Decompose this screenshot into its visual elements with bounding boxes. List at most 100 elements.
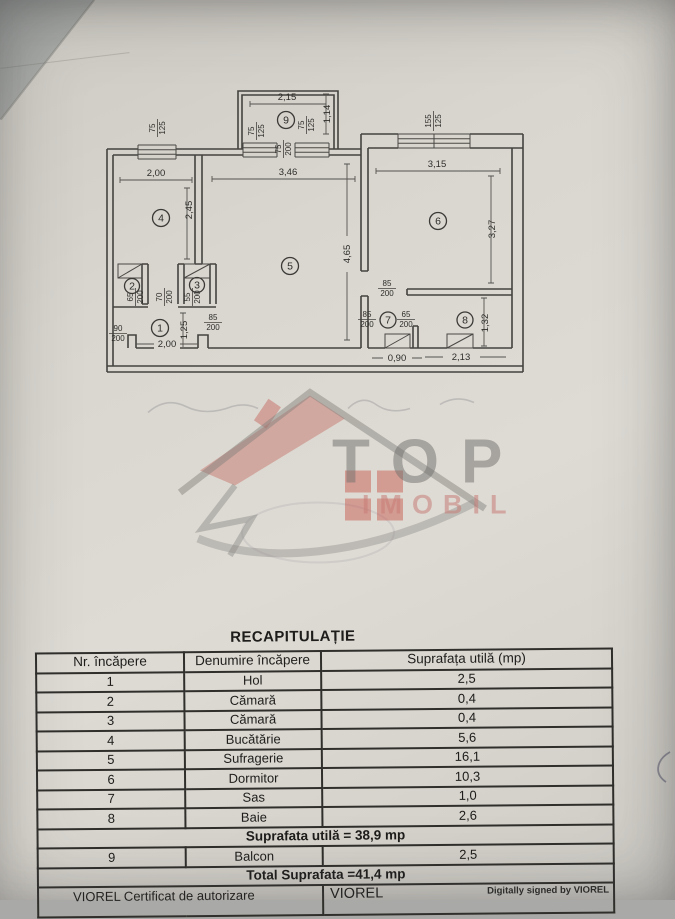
room-number-2: 2 [123, 277, 141, 295]
cell-nr: 6 [36, 769, 186, 791]
svg-text:75: 75 [247, 126, 256, 135]
dim-label: 1,25 [179, 321, 190, 340]
cell-nr: 7 [37, 788, 186, 810]
cell-name: Cămară [184, 690, 322, 711]
svg-text:5: 5 [287, 261, 293, 273]
cell-name: Hol [184, 670, 322, 692]
dim-label: 2,00 [147, 168, 166, 179]
cell-nr: 8 [37, 808, 186, 830]
svg-text:7: 7 [385, 315, 391, 327]
cell-name: Cămară [184, 709, 322, 731]
svg-text:200: 200 [380, 289, 394, 298]
room-number-1: 1 [150, 318, 170, 338]
signer-name: VIOREL [329, 885, 384, 902]
svg-text:200: 200 [399, 320, 413, 329]
cell-name: Balcon [185, 846, 323, 867]
svg-text:8: 8 [462, 315, 468, 327]
col-header-denumire: Denumire încăpere [183, 651, 322, 672]
svg-text:125: 125 [158, 121, 167, 135]
cell-name: Baie [185, 807, 323, 828]
cell-area: 2,5 [321, 667, 613, 691]
cell-name: Dormitor [184, 768, 323, 789]
svg-text:85: 85 [383, 279, 392, 288]
dim-label: 3,46 [279, 167, 298, 178]
cell-name: Bucătărie [184, 729, 322, 750]
dim-label: 3,27 [487, 220, 498, 239]
svg-text:3: 3 [194, 280, 200, 292]
svg-text:75: 75 [148, 123, 157, 132]
svg-text:9: 9 [283, 115, 289, 127]
svg-text:200: 200 [165, 290, 174, 304]
svg-text:200: 200 [136, 290, 145, 304]
cell-area: 2,6 [322, 804, 614, 827]
cell-nr: 4 [36, 730, 185, 752]
window-symbols [137, 133, 471, 160]
cell-nr: 1 [36, 671, 185, 693]
digital-signature-note: Digitally signed by VIOREL [487, 884, 610, 897]
recap-title: RECAPITULAȚIE [230, 627, 356, 646]
cell-name: Sufragerie [184, 748, 322, 770]
agency-watermark: TOP IMOBIL [147, 388, 517, 564]
cell-area: 1,0 [322, 784, 614, 808]
cell-area: 5,6 [321, 726, 613, 749]
cell-nr: 9 [37, 847, 186, 869]
svg-text:155: 155 [424, 114, 433, 128]
cell-area: 16,1 [321, 745, 613, 769]
svg-text:125: 125 [257, 124, 266, 138]
dim-label: 1,32 [480, 314, 491, 333]
floor-plan-drawing: 2,00 2,45 2,15 1,14 3,46 4,65 3,15 3,27 … [106, 90, 524, 373]
svg-text:85: 85 [363, 310, 372, 319]
room-number-8: 8 [456, 311, 474, 329]
svg-text:85: 85 [209, 313, 218, 322]
svg-text:4: 4 [158, 213, 164, 225]
svg-text:75: 75 [274, 144, 283, 153]
dim-label: 0,90 [388, 353, 407, 364]
svg-text:70: 70 [155, 292, 164, 301]
room-number-5: 5 [280, 256, 300, 276]
svg-text:2: 2 [129, 281, 135, 293]
cell-area: 0,4 [321, 706, 613, 730]
col-header-nr: Nr. încăpere [35, 652, 185, 674]
svg-text:90: 90 [114, 324, 123, 333]
cell-area: 0,4 [321, 687, 613, 710]
handwriting-marks [147, 398, 475, 564]
svg-text:200: 200 [193, 290, 202, 304]
recap-table: Nr. încăpere Denumire încăpere Suprafața… [35, 647, 615, 918]
dimension-lines [119, 93, 506, 359]
dim-label: 1,14 [322, 105, 333, 124]
svg-text:75: 75 [297, 120, 306, 129]
dim-label: 2,13 [452, 352, 471, 363]
svg-text:55: 55 [183, 292, 192, 301]
svg-text:65: 65 [402, 310, 411, 319]
svg-text:200: 200 [360, 320, 374, 329]
plan-walls [106, 90, 524, 373]
svg-text:125: 125 [434, 114, 443, 128]
certificate-cell: VIOREL Certificat de autorizare [37, 885, 324, 918]
room-number-6: 6 [428, 211, 448, 231]
watermark-brand-bottom: IMOBIL [362, 490, 517, 520]
svg-text:125: 125 [307, 118, 316, 132]
svg-text:6: 6 [435, 216, 441, 228]
certificate-text: VIOREL Certificat de autorizare [73, 887, 255, 905]
cell-name: Sas [185, 787, 323, 809]
dim-label: 4,65 [342, 245, 353, 264]
house-logo-icon [177, 388, 487, 558]
dim-label: 3,15 [428, 159, 447, 170]
cell-area: 10,3 [321, 765, 614, 788]
cell-nr: 5 [36, 749, 185, 771]
dim-label: 2,00 [158, 339, 177, 350]
svg-text:200: 200 [206, 323, 220, 332]
svg-text:65: 65 [126, 292, 135, 301]
room-number-3: 3 [188, 276, 206, 294]
